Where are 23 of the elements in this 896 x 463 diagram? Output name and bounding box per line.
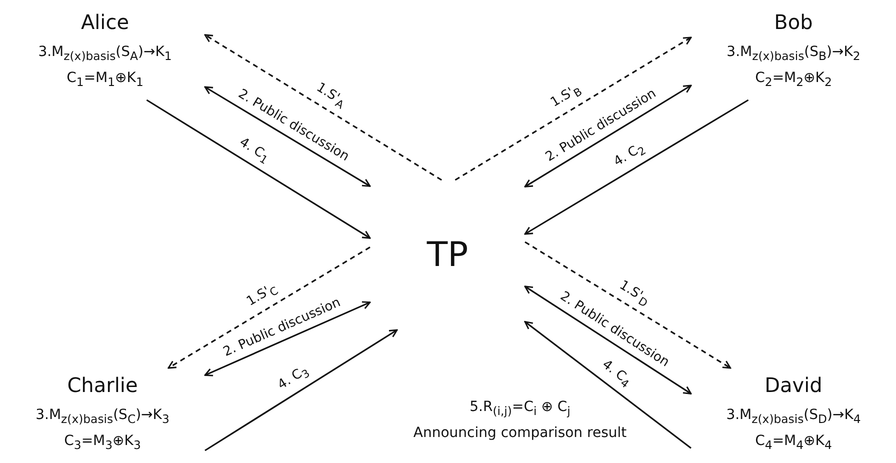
double-arrow: [204, 86, 371, 187]
formula-text: 3.M$_{z(x)basis}$(S$_{C}$)→K$_{3}$ C$_{3}$=M$_{3}$⊕K$_{3}$: [34, 406, 170, 454]
participant-name: Bob: [774, 9, 813, 35]
formula-text: 3.M$_{z(x)basis}$(S$_{B}$)→K$_{2}$ C$_{2}$=M$_{2}$⊕K$_{2}$: [726, 43, 862, 91]
node-label: TP: [426, 235, 468, 275]
arrow: [146, 99, 371, 239]
arrow: [524, 99, 749, 235]
arrow: [204, 329, 398, 452]
dashed-arrow: [454, 36, 692, 181]
formula-text: 3.M$_{z(x)basis}$(S$_{A}$)→K$_{1}$ C$_{1}$=M$_{1}$⊕K$_{1}$: [37, 43, 173, 91]
double-arrow: [524, 286, 692, 394]
note-text: Announcing comparison result: [413, 424, 627, 442]
dashed-arrow: [168, 246, 370, 369]
participant-name: David: [764, 372, 822, 398]
dashed-arrow: [204, 34, 442, 181]
double-arrow: [524, 84, 692, 188]
participant-name: Charlie: [67, 372, 138, 398]
formula-text: 3.M$_{z(x)basis}$(S$_{D}$)→K$_{4}$ C$_{4}$=M$_{4}$⊕K$_{4}$: [725, 406, 862, 454]
arrow: [524, 320, 692, 449]
dashed-arrow: [524, 241, 732, 369]
double-arrow: [204, 301, 371, 376]
participant-name: Alice: [80, 9, 130, 35]
note-text: 5.R$_{(i,j)}$=C$_{i}$ ⊕ C$_{j}$: [470, 398, 570, 420]
